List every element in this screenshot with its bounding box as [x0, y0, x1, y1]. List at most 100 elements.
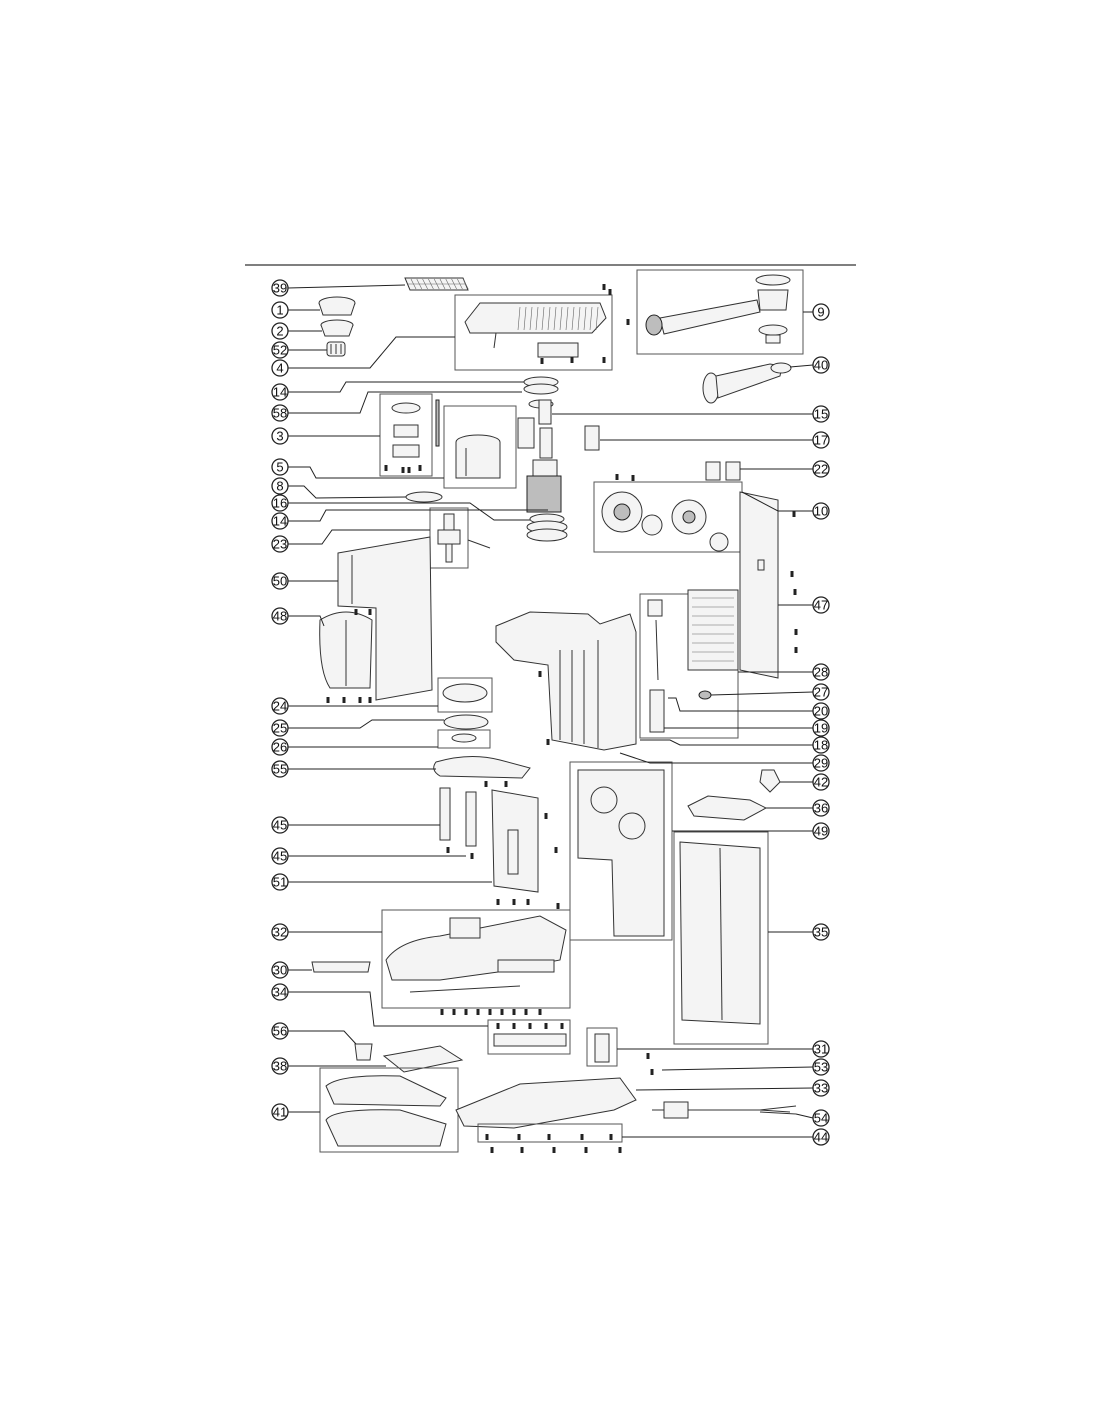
callout-27: 27	[812, 683, 830, 701]
svg-text:55: 55	[273, 762, 287, 777]
tank-lid-part	[687, 795, 768, 821]
svg-text:41: 41	[273, 1105, 287, 1120]
callout-8: 8	[271, 477, 289, 495]
svg-text:25: 25	[273, 721, 287, 736]
water-tank-box	[673, 831, 769, 1045]
svg-text:2: 2	[276, 324, 283, 339]
svg-text:56: 56	[273, 1024, 287, 1039]
steam-valve-part	[437, 513, 491, 563]
svg-text:16: 16	[273, 496, 287, 511]
boiler-part	[455, 434, 501, 479]
svg-text:10: 10	[814, 504, 828, 519]
power-board-part	[493, 1033, 567, 1047]
callout-16: 16	[271, 494, 289, 512]
callout-26: 26	[271, 738, 289, 756]
callout-31: 31	[812, 1040, 830, 1058]
gasket-8-part	[405, 491, 443, 503]
svg-text:38: 38	[273, 1059, 287, 1074]
tamper-part	[702, 362, 792, 404]
bottom-base-part	[455, 1077, 637, 1129]
drip-grid-38-part	[382, 1045, 464, 1073]
callout-2: 2	[271, 322, 289, 340]
boiler-box	[443, 405, 517, 489]
svg-text:19: 19	[814, 721, 828, 736]
brew-group-part	[601, 491, 729, 552]
valve-15-part	[517, 399, 553, 459]
svg-text:24: 24	[273, 699, 287, 714]
svg-text:28: 28	[814, 665, 828, 680]
callout-32: 32	[271, 923, 289, 941]
svg-text:8: 8	[276, 479, 283, 494]
callout-58: 58	[271, 404, 289, 422]
callout-19: 19	[812, 719, 830, 737]
tray-30-part	[311, 961, 371, 973]
svg-text:58: 58	[273, 406, 287, 421]
callout-labels: 39 1 2 52 4 9 40 14 58 15 3 17 5 22 8 10…	[271, 279, 830, 1146]
callout-40: 40	[812, 356, 830, 374]
callout-14-top: 14	[271, 383, 289, 401]
svg-text:26: 26	[273, 740, 287, 755]
knob-part	[759, 769, 781, 793]
callout-25: 25	[271, 719, 289, 737]
front-plate-part	[491, 789, 539, 893]
svg-text:33: 33	[814, 1081, 828, 1096]
shower-plate-part	[442, 683, 488, 703]
callout-48: 48	[271, 607, 289, 625]
callout-49: 49	[812, 822, 830, 840]
callout-14-bottom: 14	[271, 512, 289, 530]
svg-text:36: 36	[814, 801, 828, 816]
o-ring-27-part	[698, 690, 712, 700]
parts-artwork	[311, 269, 804, 1153]
base-box	[381, 909, 571, 1009]
svg-text:20: 20	[814, 704, 828, 719]
cup-part	[354, 1043, 373, 1061]
svg-text:18: 18	[814, 738, 828, 753]
svg-text:42: 42	[814, 775, 828, 790]
water-tank-part	[679, 841, 761, 1025]
svg-text:53: 53	[814, 1060, 828, 1075]
callout-22: 22	[812, 460, 830, 478]
callout-18: 18	[812, 736, 830, 754]
thermostat-part	[391, 402, 421, 458]
callout-30: 30	[271, 961, 289, 979]
callout-23: 23	[271, 535, 289, 553]
callout-45-bottom: 45	[271, 847, 289, 865]
callout-38: 38	[271, 1057, 289, 1075]
callout-44: 44	[812, 1128, 830, 1146]
callout-29: 29	[812, 754, 830, 772]
svg-text:31: 31	[814, 1042, 828, 1057]
svg-text:51: 51	[273, 875, 287, 890]
tray-support-part	[433, 755, 531, 779]
callout-5: 5	[271, 458, 289, 476]
portafilter-part	[645, 274, 791, 344]
callout-50: 50	[271, 572, 289, 590]
front-panel-box	[569, 761, 673, 941]
callout-55: 55	[271, 760, 289, 778]
callout-45-top: 45	[271, 816, 289, 834]
gasket-26-box	[437, 729, 491, 749]
callout-56: 56	[271, 1022, 289, 1040]
callout-53: 53	[812, 1058, 830, 1076]
callout-54: 54	[812, 1109, 830, 1127]
switch-22-part	[705, 461, 741, 481]
svg-text:3: 3	[276, 429, 283, 444]
top-cover-part	[464, 302, 607, 358]
svg-text:50: 50	[273, 574, 287, 589]
power-cord-part	[652, 1101, 797, 1119]
svg-text:34: 34	[273, 985, 287, 1000]
svg-text:40: 40	[814, 358, 828, 373]
svg-text:45: 45	[273, 818, 287, 833]
svg-text:52: 52	[273, 343, 287, 358]
drip-tray-part	[325, 1075, 447, 1147]
svg-text:14: 14	[273, 514, 287, 529]
pod-adapter-part	[326, 341, 346, 357]
svg-text:49: 49	[814, 824, 828, 839]
svg-text:54: 54	[814, 1111, 828, 1126]
svg-text:27: 27	[814, 685, 828, 700]
svg-text:47: 47	[814, 598, 828, 613]
back-panel-part	[739, 491, 779, 679]
callout-41: 41	[271, 1103, 289, 1121]
svg-text:30: 30	[273, 963, 287, 978]
svg-text:5: 5	[276, 460, 283, 475]
top-cover-box	[454, 294, 613, 371]
